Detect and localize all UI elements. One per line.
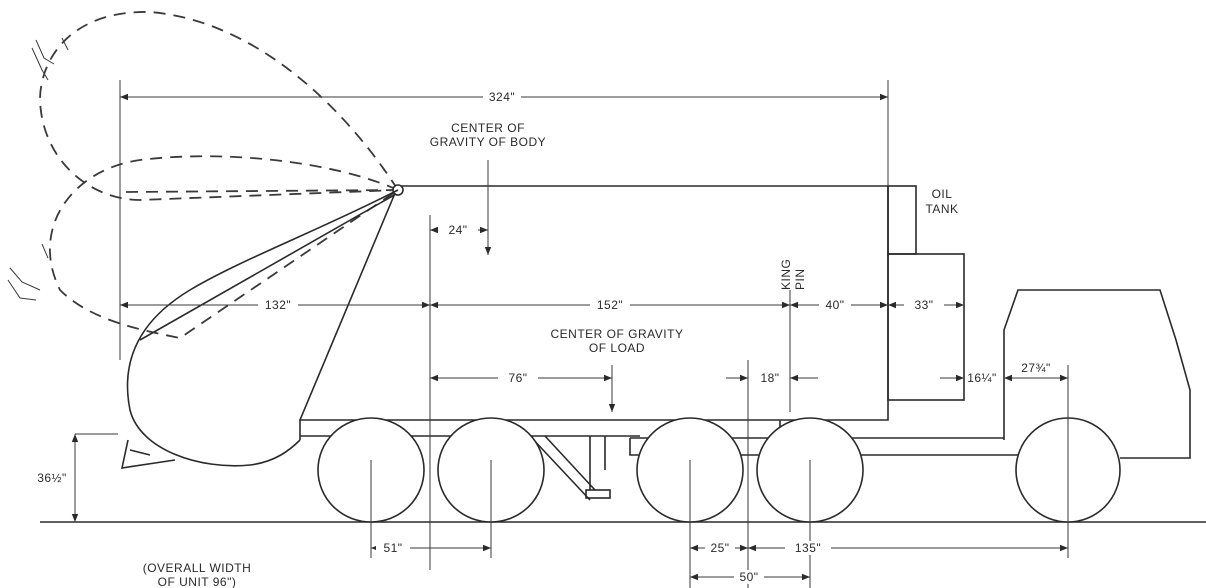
width-note-1: (OVERALL WIDTH (143, 561, 252, 575)
rear-bumper (120, 439, 176, 469)
tailgate-swing-positions (7, 11, 399, 339)
hinge-hook-upper (31, 37, 69, 81)
dim-label-132: 132" (265, 298, 291, 312)
dim-label-324: 324" (489, 90, 515, 104)
dim-label-16: 16¼" (967, 371, 997, 385)
cg-body-label-1: CENTER OF (451, 121, 525, 135)
dim-label-36: 36½" (37, 471, 67, 485)
landing-gear-foot (585, 489, 611, 499)
tailgate-middle-position (49, 155, 399, 339)
dim-label-152: 152" (597, 298, 623, 312)
dim-label-18: 18" (760, 371, 779, 385)
dim-label-27: 27¾" (1021, 361, 1051, 375)
cg-load-label-1: CENTER OF GRAVITY (551, 327, 684, 341)
dim-label-25: 25" (710, 541, 729, 555)
cg-load-label-2: OF LOAD (589, 341, 645, 355)
dim-label-24: 24" (448, 223, 467, 237)
dim-label-50: 50" (739, 570, 758, 584)
width-note-2: OF UNIT 96") (158, 575, 237, 588)
oil-tank-label-2: TANK (925, 202, 958, 216)
dim-label-51: 51" (383, 541, 402, 555)
body-outline (298, 185, 889, 421)
reference-lines (75, 80, 1069, 588)
dim-label-33: 33" (914, 298, 933, 312)
oil-tank-label-1: OIL (932, 187, 953, 201)
cab-outline (1003, 289, 1191, 459)
tractor (629, 185, 1191, 459)
wheels (317, 417, 1121, 523)
king-pin-label-2: PIN (793, 268, 807, 290)
landing-gear (529, 435, 606, 501)
king-pin-label-1: KING (779, 259, 793, 290)
tailgate-upper-position (39, 11, 399, 201)
label-masks (258, 90, 944, 584)
dim-label-40: 40" (825, 298, 844, 312)
hinge-hook-lower (7, 243, 49, 301)
oil-tank (887, 185, 917, 255)
dim-label-135: 135" (795, 541, 821, 555)
tailgate-hopper (126, 189, 399, 467)
tank-box (887, 253, 965, 401)
labels: 324" CENTER OF GRAVITY OF BODY 24" 132" … (37, 90, 1051, 588)
cg-body-label-2: GRAVITY OF BODY (430, 135, 546, 149)
dim-label-76: 76" (508, 371, 527, 385)
